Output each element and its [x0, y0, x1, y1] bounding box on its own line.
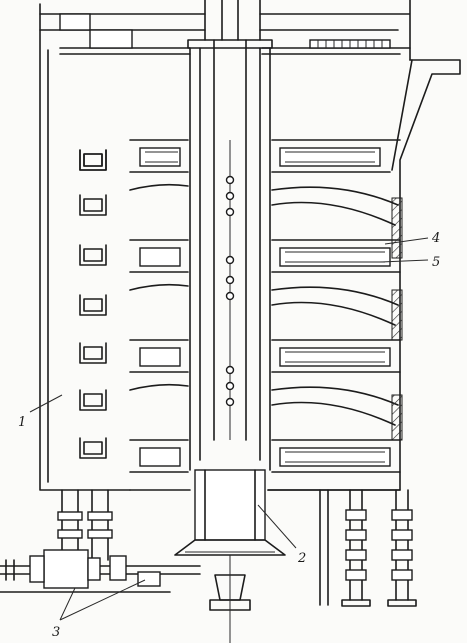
supports [57, 489, 417, 607]
leader-4 [384, 237, 429, 245]
tier-3 [129, 339, 401, 373]
leader-3 [59, 579, 146, 621]
right-leg-2 [387, 489, 417, 607]
tiers [129, 39, 403, 473]
central-shaft [174, 0, 286, 643]
callout-3: 3 [52, 625, 60, 640]
callout-2: 2 [297, 551, 306, 566]
leader-1 [29, 394, 63, 413]
drive-assembly [0, 549, 201, 593]
housing [39, 0, 461, 491]
callout-4: 4 [431, 231, 440, 246]
tier-1 [129, 139, 401, 173]
left-clamps [79, 149, 107, 459]
chain-links [225, 175, 235, 407]
right-leg-1 [341, 489, 371, 607]
leader-5 [379, 259, 429, 263]
tier-2 [129, 239, 401, 273]
tier-4 [129, 439, 401, 473]
leader-2 [257, 504, 297, 549]
callout-5: 5 [432, 255, 440, 270]
callout-1: 1 [18, 415, 26, 430]
leaders [29, 237, 429, 621]
